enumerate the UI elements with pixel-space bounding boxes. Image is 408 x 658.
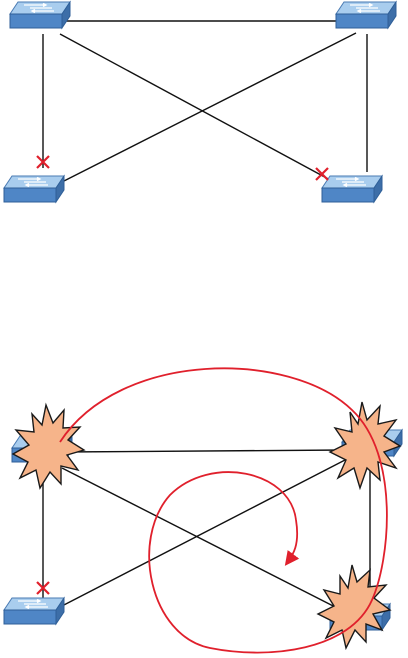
- link-top-left-top-right: [60, 450, 345, 452]
- link-top-right-bottom-left: [60, 33, 356, 183]
- diagram-2-broadcast-storm: [4, 368, 402, 652]
- link-top-right-bottom-left: [60, 460, 345, 607]
- network-switch-icon[interactable]: [10, 2, 70, 28]
- network-switch-icon[interactable]: [4, 598, 64, 624]
- link-top-left-bottom-right: [62, 468, 345, 612]
- diagram-1-redundant-topology: [4, 2, 396, 202]
- network-switch-icon[interactable]: [322, 176, 382, 202]
- links-group: [43, 21, 367, 188]
- network-switch-icon[interactable]: [4, 176, 64, 202]
- network-switch-icon[interactable]: [336, 2, 396, 28]
- explosion-burst-icon: [330, 402, 400, 488]
